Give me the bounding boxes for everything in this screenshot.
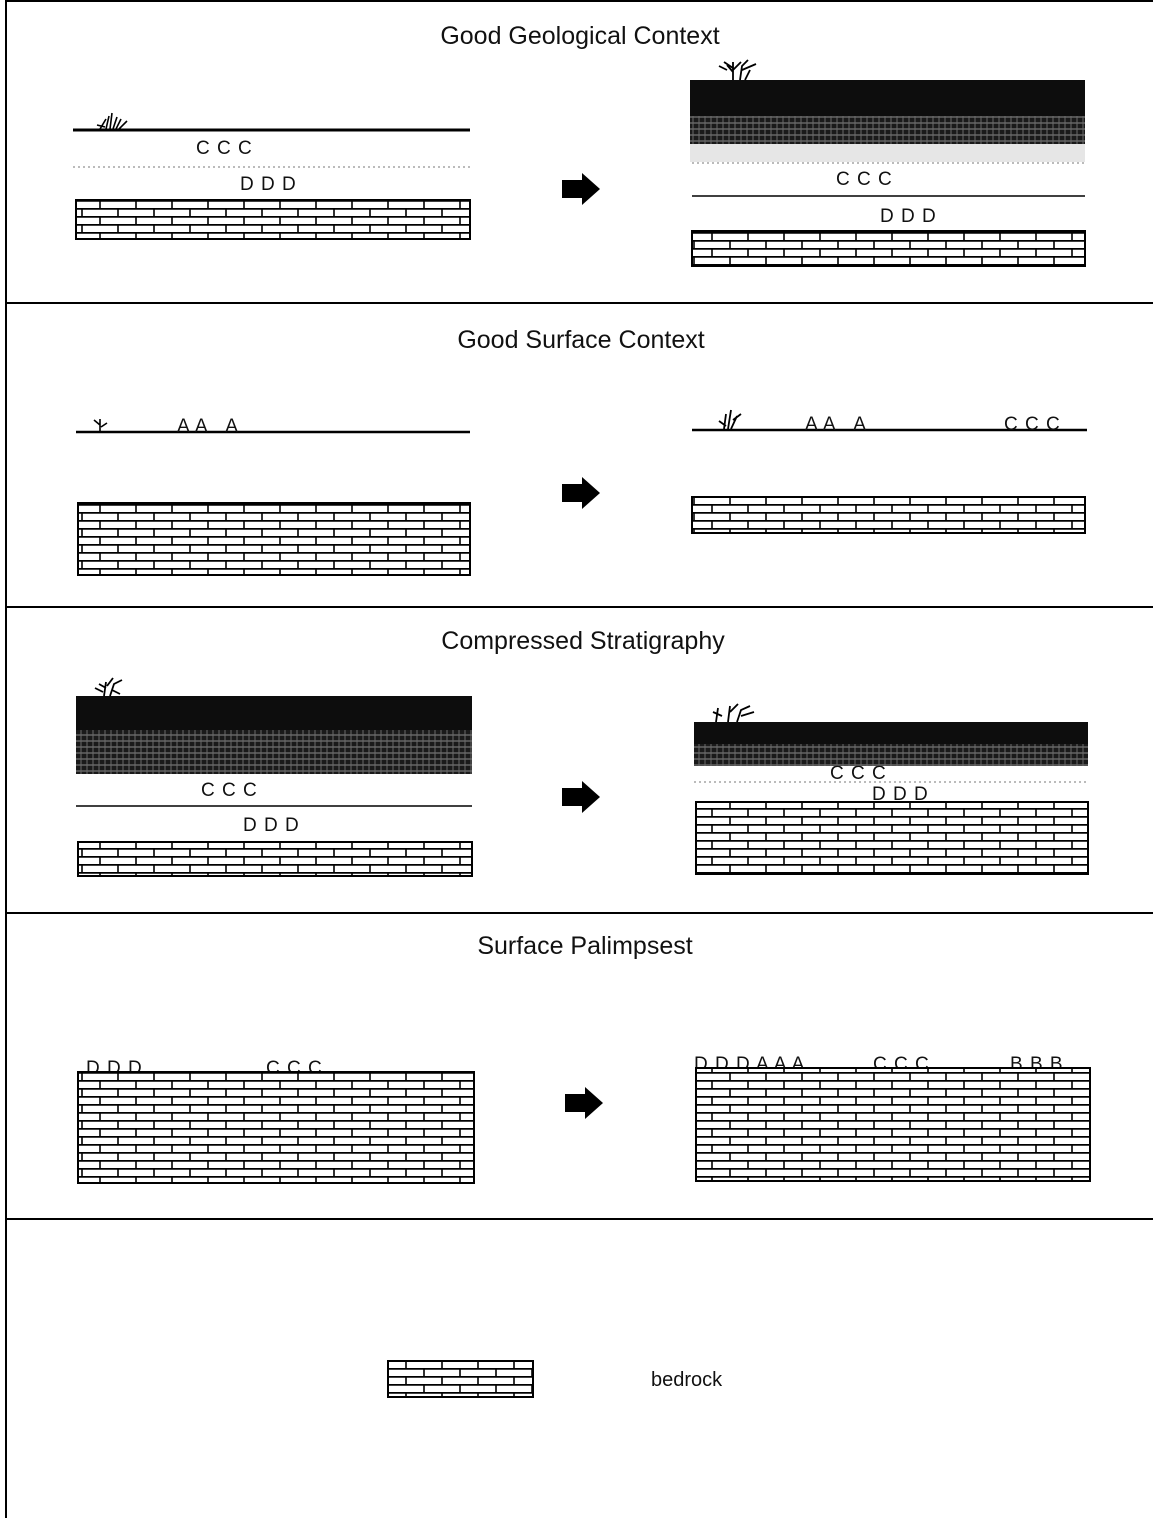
bedrock-layer <box>77 841 473 877</box>
panel-good-surface-context: Good Surface Context A A A A A A C C C <box>76 326 1087 576</box>
panel-surface-palimpsest: Surface Palimpsest D D D C C C D D D A A… <box>77 932 1091 1184</box>
bedrock-layer <box>75 199 471 240</box>
before-section: A A A <box>76 416 471 576</box>
before-section: C C C D D D <box>73 112 471 240</box>
grass-icon <box>96 112 128 130</box>
arrow-right-icon <box>562 781 600 813</box>
figure-frame <box>5 0 1153 1518</box>
legend-label: bedrock <box>651 1369 723 1391</box>
after-section: C C C D D D <box>694 703 1089 875</box>
before-section: D D D C C C <box>77 1058 475 1184</box>
artifact-row-d: D D D <box>240 174 297 195</box>
bedrock-layer <box>691 496 1086 534</box>
panel-title: Good Geological Context <box>440 22 719 50</box>
grass-icon <box>718 409 742 430</box>
legend: bedrock <box>387 1360 723 1398</box>
after-section: A A A C C C <box>691 409 1087 534</box>
arrow-right-icon <box>565 1087 603 1119</box>
panel-good-geological-context: Good Geological Context C C C D D D C C … <box>73 22 1086 267</box>
bedrock-layer <box>77 502 471 576</box>
bedrock-swatch <box>387 1360 534 1398</box>
bedrock-layer <box>691 230 1086 267</box>
artifact-row-c: C C C <box>201 780 258 801</box>
before-section: C C C D D D <box>76 677 473 877</box>
after-section: C C C D D D <box>690 59 1086 267</box>
artifact-row-d: D D D <box>243 815 300 836</box>
upper-sediment-hatched <box>690 116 1085 144</box>
panel-title: Surface Palimpsest <box>477 932 692 960</box>
upper-sediment-dark <box>694 722 1088 744</box>
artifact-row-a: A A A <box>177 416 239 437</box>
panel-title: Compressed Stratigraphy <box>441 627 725 655</box>
artifact-row-d: D D D <box>872 784 929 805</box>
bedrock-layer <box>77 1071 475 1184</box>
panel-title: Good Surface Context <box>457 326 704 354</box>
tree-icon <box>94 677 123 697</box>
bedrock-layer <box>695 801 1089 875</box>
tree-icon <box>712 703 755 723</box>
panel-compressed-stratigraphy: Compressed Stratigraphy C C C D D D C C … <box>76 627 1089 877</box>
upper-sediment-dark <box>76 696 472 730</box>
artifact-row-c: C C C <box>836 169 893 190</box>
upper-sediment-hatched <box>76 730 472 774</box>
artifact-row-d: D D D <box>880 206 937 227</box>
grass-icon <box>93 419 108 431</box>
artifact-row-a: A A A <box>805 414 867 435</box>
arrow-right-icon <box>562 477 600 509</box>
arrow-right-icon <box>562 173 600 205</box>
artifact-row-c: C C C <box>1004 414 1061 435</box>
artifact-row-c: C C C <box>196 138 253 159</box>
after-section: D D D A A A C C C B B B <box>694 1054 1091 1182</box>
upper-sediment-hatched <box>694 744 1088 766</box>
tree-icon <box>718 59 757 81</box>
upper-sediment-light <box>690 144 1085 162</box>
artifact-row-c: C C C <box>830 763 887 784</box>
upper-sediment-dark <box>690 80 1085 116</box>
bedrock-layer <box>695 1067 1091 1182</box>
